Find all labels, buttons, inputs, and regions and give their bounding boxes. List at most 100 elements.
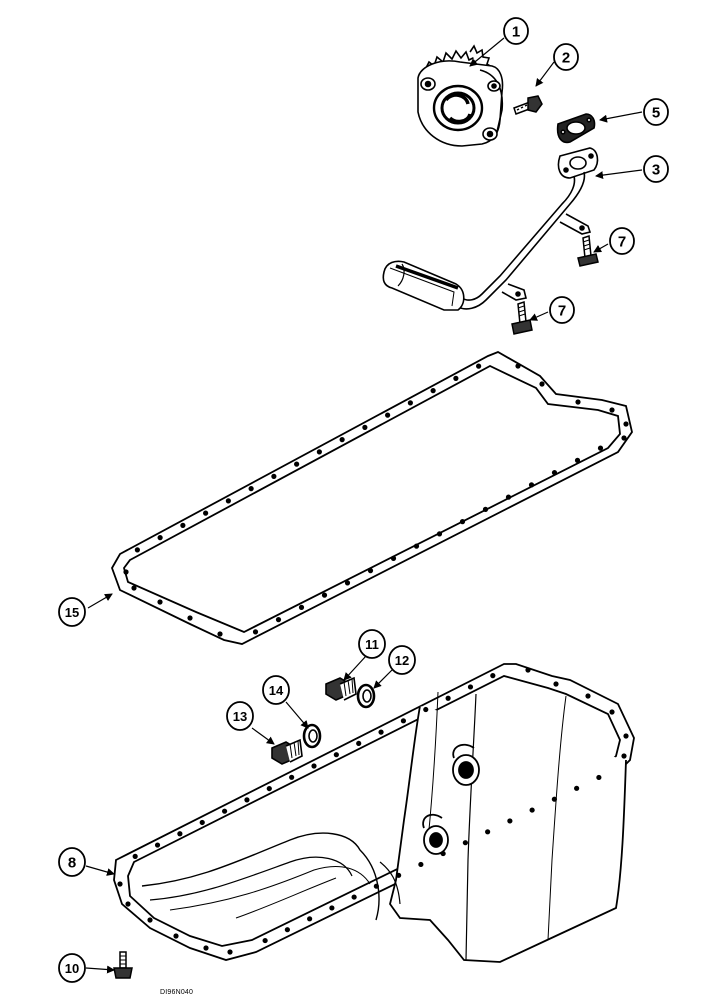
- pan-bolt-hole: [485, 829, 491, 835]
- gasket-bolt-hole: [134, 547, 140, 553]
- callout-12: 12: [388, 645, 416, 675]
- gasket-bolt-hole: [539, 381, 545, 387]
- callout-label: 12: [395, 653, 409, 668]
- gasket-bolt-holes: [123, 363, 629, 637]
- callout-label: 5: [652, 105, 660, 122]
- gasket-bolt-hole: [248, 486, 254, 492]
- pan-bolt-hole: [244, 797, 250, 803]
- pan-bolt-hole: [307, 916, 313, 922]
- pan-bolt-hole: [199, 819, 205, 826]
- pan-bolt-hole: [418, 861, 424, 868]
- callout-label: 13: [233, 709, 247, 724]
- callout-2: 2: [553, 43, 579, 71]
- gasket-bolt-hole: [482, 506, 489, 512]
- callout-label: 11: [365, 637, 379, 652]
- pan-bolt-hole: [445, 695, 451, 701]
- oil-pump: [417, 44, 504, 147]
- pan-bolt-hole: [132, 853, 138, 859]
- pan-bolt-hole: [400, 718, 407, 724]
- gasket-bolt-hole: [515, 363, 521, 369]
- pan-bolt-hole: [351, 894, 357, 900]
- gasket-bolt-hole: [367, 568, 374, 574]
- sealing-washer-lower: [302, 723, 322, 749]
- gasket-bolt-hole: [453, 375, 459, 381]
- gasket-bolt-hole: [217, 631, 223, 637]
- callout-label: 10: [65, 961, 79, 976]
- gasket-bolt-hole: [157, 599, 163, 605]
- callout-15: 15: [58, 597, 86, 627]
- tube-bracket-bolt-lower: [511, 300, 533, 335]
- oil-pan: [113, 663, 635, 963]
- callout-label: 8: [68, 855, 76, 872]
- pan-bolt-hole: [154, 842, 161, 848]
- gasket-bolt-hole: [187, 615, 193, 621]
- gasket-bolt-hole: [407, 400, 413, 406]
- pan-bolt-hole: [609, 709, 615, 715]
- gasket-bolt-hole: [225, 498, 231, 504]
- callout-label: 7: [558, 303, 566, 320]
- callout-label: 2: [562, 50, 570, 67]
- gasket-bolt-hole: [131, 585, 137, 591]
- pan-bolt-hole: [378, 729, 384, 735]
- gasket-bolt-hole: [505, 494, 512, 500]
- callout-7-upper: 7: [609, 227, 635, 255]
- oil-pan-gasket: [111, 351, 633, 645]
- gasket-bolt-hole: [575, 399, 581, 405]
- gasket-bolt-hole: [385, 412, 391, 418]
- callout-label: 7: [618, 234, 626, 251]
- callout-label: 1: [512, 24, 520, 41]
- gasket-bolt-hole: [551, 470, 558, 476]
- gasket-bolt-hole: [609, 407, 615, 413]
- gasket-bolt-hole: [339, 437, 345, 443]
- gasket-bolt-hole: [123, 569, 129, 575]
- pan-bolt-hole: [623, 733, 629, 739]
- pan-bolt-hole: [440, 850, 446, 857]
- pan-bolt-hole: [621, 753, 627, 759]
- pan-bolt-hole: [266, 785, 272, 792]
- callout-1: 1: [503, 17, 529, 45]
- gasket-bolt-hole: [344, 580, 351, 586]
- gasket-bolt-hole: [597, 445, 604, 451]
- gasket-bolt-hole: [430, 388, 436, 394]
- pan-bolt-hole: [289, 774, 295, 780]
- sealing-washer-upper: [356, 683, 376, 709]
- callout-label: 15: [65, 605, 79, 620]
- pan-bolt-hole: [585, 693, 591, 699]
- oil-pan-bolt-holes: [117, 667, 629, 955]
- leader-lines: [85, 37, 643, 974]
- gasket-bolt-hole: [275, 617, 282, 623]
- pan-bolt-hole: [227, 949, 233, 955]
- pan-bolt-hole: [356, 740, 362, 747]
- callout-10: 10: [58, 953, 86, 983]
- gasket-bolt-hole: [413, 543, 420, 549]
- gasket-bolt-hole: [476, 363, 482, 369]
- pan-bolt-hole: [221, 808, 228, 814]
- pan-bolt-hole: [203, 945, 209, 951]
- gasket-bolt-hole: [180, 522, 186, 528]
- pan-bolt-hole: [551, 796, 557, 802]
- pan-bolt-hole: [490, 673, 496, 679]
- gasket-bolt-hole: [621, 435, 627, 441]
- gasket-bolt-hole: [252, 629, 259, 635]
- pan-bolt-hole: [467, 684, 474, 690]
- pan-bolt-hole: [147, 917, 153, 923]
- callout-7-lower: 7: [549, 296, 575, 324]
- pickup-gasket: [556, 113, 596, 144]
- pan-bolt-hole: [329, 905, 335, 911]
- gasket-bolt-hole: [316, 449, 322, 455]
- pan-bolt-hole: [262, 937, 268, 944]
- callout-8: 8: [58, 847, 86, 877]
- pan-bolt-hole: [574, 785, 580, 791]
- drain-plug-upper: [325, 676, 357, 701]
- pan-bolt-hole: [125, 901, 131, 907]
- oil-pan-bolt: [113, 951, 133, 979]
- pan-bolt-hole: [396, 872, 402, 878]
- gasket-bolt-hole: [459, 519, 466, 525]
- callout-label: 14: [269, 683, 284, 698]
- callout-label: 3: [652, 162, 660, 179]
- pan-bolt-hole: [284, 927, 290, 933]
- gasket-bolt-hole: [157, 535, 163, 541]
- callout-5: 5: [643, 98, 669, 126]
- pan-bolt-hole: [177, 831, 183, 837]
